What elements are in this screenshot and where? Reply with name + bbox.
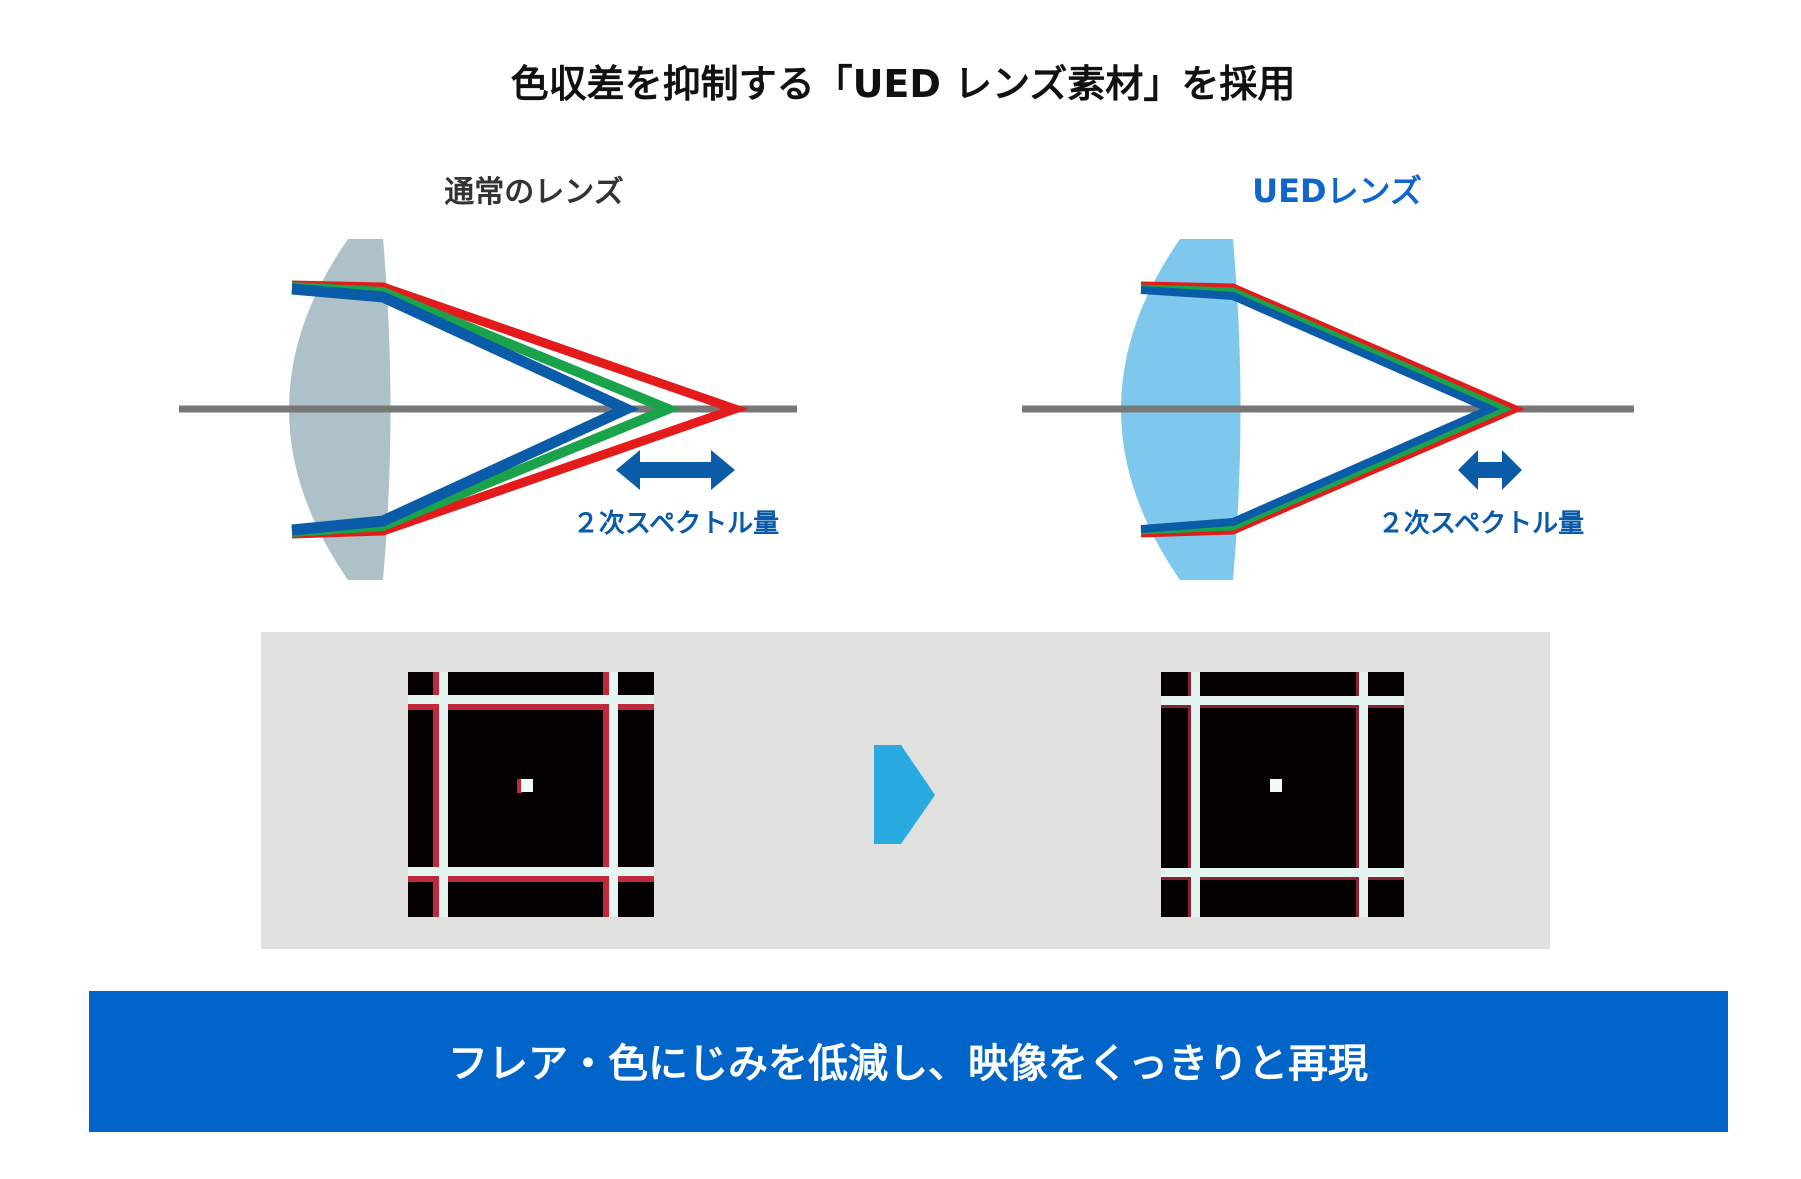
blue-ray — [291, 283, 640, 536]
double-arrow-icon — [1458, 450, 1522, 490]
secondary-spectrum-label: ２次スペクトル量 — [1378, 509, 1584, 539]
normal-lens-heading: 通常のレンズ — [444, 175, 623, 210]
summary-banner-text: フレア・色にじみを低減し、映像をくっきりと再現 — [448, 1041, 1368, 1087]
secondary-spectrum-label: ２次スペクトル量 — [573, 509, 779, 539]
summary-banner — [89, 991, 1728, 1132]
normal-lens-rays — [291, 280, 749, 539]
blue-ray — [1140, 286, 1500, 533]
red-ray — [1140, 281, 1525, 538]
arrow-right-icon — [874, 745, 935, 844]
double-arrow-icon — [616, 450, 735, 490]
ued-lens-heading: UEDレンズ — [1252, 172, 1422, 210]
ued-lens-sample-image — [1161, 672, 1404, 917]
ued-lens-rays — [1140, 281, 1525, 538]
normal-lens-sample-image — [408, 672, 654, 917]
page-title: 色収差を抑制する「UED レンズ素材」を採用 — [511, 62, 1296, 106]
